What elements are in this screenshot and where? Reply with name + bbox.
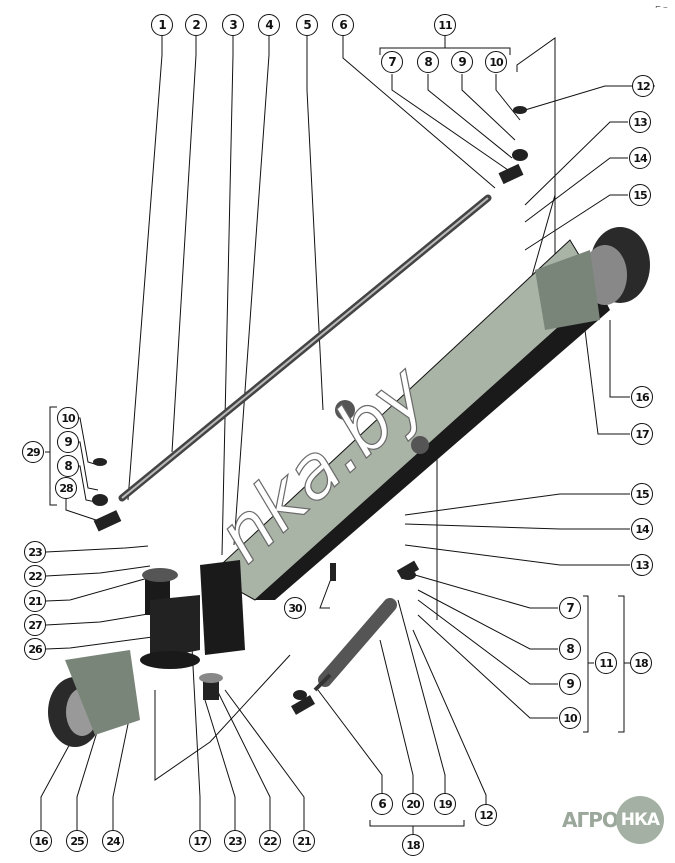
callout-22-bottom[interactable]: 22 bbox=[259, 830, 281, 852]
corner-mark: ⌐ ‒ bbox=[655, 3, 668, 11]
callout-11-top[interactable]: 11 bbox=[434, 14, 456, 36]
leader-lines bbox=[40, 36, 655, 834]
callout-10-left[interactable]: 10 bbox=[57, 407, 79, 429]
logo-circle: НКА bbox=[615, 796, 664, 844]
callout-13-top[interactable]: 13 bbox=[629, 111, 651, 133]
callout-16-bottom[interactable]: 16 bbox=[30, 830, 52, 852]
callout-9-top[interactable]: 9 bbox=[451, 51, 473, 73]
axle-beam bbox=[200, 239, 610, 655]
callout-23-left[interactable]: 23 bbox=[24, 541, 46, 563]
callout-14-mid[interactable]: 14 bbox=[631, 518, 653, 540]
callout-8-left[interactable]: 8 bbox=[57, 455, 79, 477]
callout-4[interactable]: 4 bbox=[258, 14, 280, 36]
callout-18-bottom[interactable]: 18 bbox=[402, 834, 424, 856]
callout-25[interactable]: 25 bbox=[66, 830, 88, 852]
drag-link-tube bbox=[118, 194, 492, 502]
callout-6-top[interactable]: 6 bbox=[332, 14, 354, 36]
callout-12-bottom[interactable]: 12 bbox=[475, 804, 497, 826]
callout-12-top[interactable]: 12 bbox=[632, 75, 654, 97]
callout-21-bottom[interactable]: 21 bbox=[293, 830, 315, 852]
callout-8-top[interactable]: 8 bbox=[417, 51, 439, 73]
callout-5[interactable]: 5 bbox=[296, 14, 318, 36]
callout-13-mid[interactable]: 13 bbox=[631, 554, 653, 576]
left-hub bbox=[48, 650, 140, 747]
callout-10-mid[interactable]: 10 bbox=[559, 707, 581, 729]
callout-15-mid[interactable]: 15 bbox=[631, 483, 653, 505]
king-pin bbox=[199, 673, 223, 700]
callout-10-top[interactable]: 10 bbox=[485, 51, 507, 73]
callout-20[interactable]: 20 bbox=[402, 793, 424, 815]
callout-18-mid[interactable]: 18 bbox=[630, 652, 652, 674]
callout-3[interactable]: 3 bbox=[222, 14, 244, 36]
callout-2[interactable]: 2 bbox=[185, 14, 207, 36]
callout-14-top[interactable]: 14 bbox=[629, 147, 651, 169]
small-parts bbox=[92, 106, 528, 715]
callout-24[interactable]: 24 bbox=[102, 830, 124, 852]
callout-17-right[interactable]: 17 bbox=[631, 423, 653, 445]
callout-27[interactable]: 27 bbox=[24, 614, 46, 636]
callout-29[interactable]: 29 bbox=[22, 441, 44, 463]
callout-16-right[interactable]: 16 bbox=[631, 386, 653, 408]
callout-15-top[interactable]: 15 bbox=[629, 184, 651, 206]
callout-28[interactable]: 28 bbox=[55, 477, 77, 499]
steering-cylinder bbox=[313, 598, 397, 692]
callout-9-mid[interactable]: 9 bbox=[559, 673, 581, 695]
agronka-logo: АГРО НКА bbox=[562, 796, 664, 844]
callout-11-mid[interactable]: 11 bbox=[595, 652, 617, 674]
callout-6-bottom[interactable]: 6 bbox=[371, 793, 393, 815]
callout-7-mid[interactable]: 7 bbox=[559, 597, 581, 619]
logo-text-right: НКА bbox=[620, 810, 660, 830]
right-hub bbox=[535, 227, 650, 330]
callout-9-left[interactable]: 9 bbox=[57, 431, 79, 453]
logo-text-left: АГРО bbox=[562, 808, 619, 832]
callout-30[interactable]: 30 bbox=[284, 597, 306, 619]
callout-8-mid[interactable]: 8 bbox=[559, 638, 581, 660]
callout-22-left[interactable]: 22 bbox=[24, 565, 46, 587]
callout-7-top[interactable]: 7 bbox=[381, 51, 403, 73]
callout-21-left[interactable]: 21 bbox=[24, 590, 46, 612]
left-knuckle-arm bbox=[140, 568, 200, 669]
callout-26[interactable]: 26 bbox=[24, 638, 46, 660]
callout-17-bottom[interactable]: 17 bbox=[189, 830, 211, 852]
callout-1[interactable]: 1 bbox=[151, 14, 173, 36]
callout-19[interactable]: 19 bbox=[434, 793, 456, 815]
callout-23-bottom[interactable]: 23 bbox=[224, 830, 246, 852]
